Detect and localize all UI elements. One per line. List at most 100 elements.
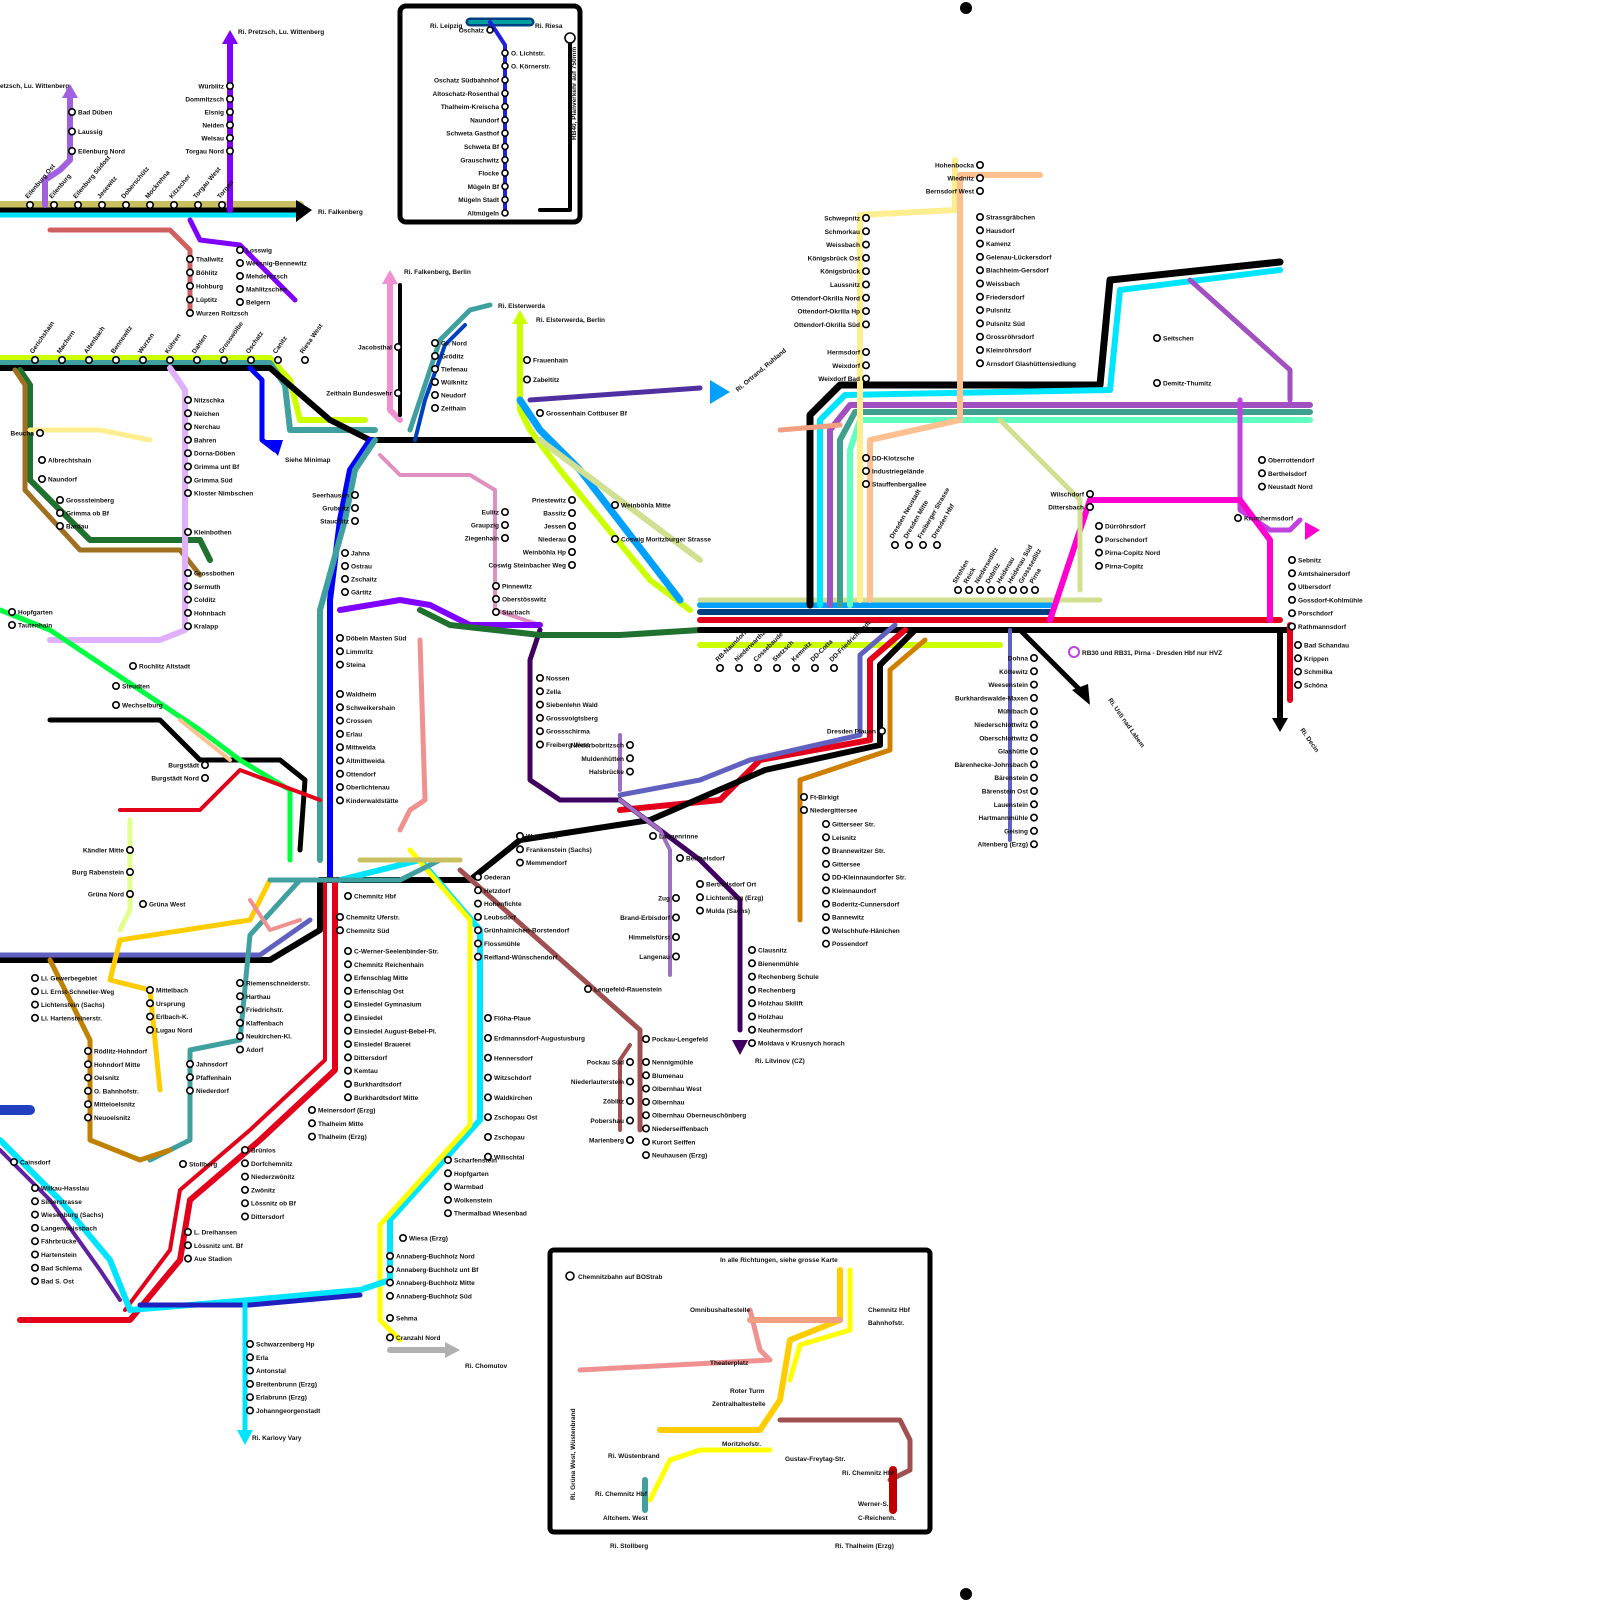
station-strassgrabchen: Strassgräbchen: [977, 214, 1035, 222]
station-marker: [502, 157, 508, 163]
station-label: Wechselburg: [122, 703, 163, 710]
station-marker: [801, 807, 807, 813]
station-groditz: Gröditz: [432, 353, 465, 361]
station-marker: [755, 665, 761, 671]
station-label: Colditz: [194, 597, 216, 604]
station-marker: [1295, 682, 1301, 688]
station-dorfchemnitz: Dorfchemnitz: [242, 1160, 293, 1168]
station-marker: [75, 202, 81, 208]
station-label: Dresden Plauen: [827, 729, 876, 736]
station-label: Grossbothen: [194, 571, 234, 578]
station-label: Zschopau Ost: [494, 1115, 538, 1122]
station-label: Seitschen: [1163, 336, 1194, 343]
station-label: Niederdorf: [196, 1088, 230, 1095]
station-label: Bardau: [66, 524, 88, 531]
station-label: Friedersdorf: [986, 294, 1025, 301]
station-rechenberg: Rechenberg: [749, 987, 796, 995]
station-label: Zella: [546, 689, 561, 696]
station-marker: [387, 1266, 393, 1272]
station-ottendorf-okrilla-sud: Ottendorf-Okrilla Süd: [794, 321, 869, 329]
station-label: Scharfenstein: [454, 1158, 497, 1165]
inset-direction-altchem-west: Altchem. West: [603, 1515, 649, 1522]
station-pulsnitz: Pulsnitz: [977, 307, 1012, 315]
station-label: Kleinröhrsdorf: [986, 348, 1032, 355]
station-label: Harthau: [246, 994, 271, 1001]
station-graupzig: Graupzig: [471, 522, 508, 530]
station-marker: [977, 307, 983, 313]
station-label: Naundorf: [48, 477, 78, 484]
station-marker: [237, 980, 243, 986]
station-label: Neustadt Nord: [1268, 484, 1313, 491]
station-marker: [1295, 668, 1301, 674]
station-chemnitz-reichenhain: Chemnitz Reichenhain: [345, 961, 424, 969]
station-marker: [1295, 655, 1301, 661]
station-porschdorf: Porschdorf: [1289, 610, 1334, 618]
station-marker: [643, 1099, 649, 1105]
station-label: Thalheim Mitte: [318, 1121, 364, 1128]
station-niederseiffenbach: Niederseiffenbach: [643, 1125, 709, 1133]
inset-station-gustav-freytag: Gustav-Freytag-Str.: [785, 1456, 846, 1463]
station-li-ernst-schneller-weg: Li. Ernst-Schneller-Weg: [32, 988, 114, 996]
rb30-marker: [1069, 647, 1079, 657]
station-label: Mügeln Stadt: [458, 197, 500, 204]
station-marker: [569, 536, 575, 542]
station-marker: [432, 353, 438, 359]
station-marker: [517, 859, 523, 865]
station-clausnitz: Clausnitz: [749, 947, 788, 955]
station-reifland-wunschendorf: Reifland-Wünschendorf: [475, 954, 558, 962]
station-marker: [187, 1087, 193, 1093]
station-marker: [977, 188, 983, 194]
station-label: Dorfchemnitz: [251, 1161, 293, 1168]
station-laussig: Laussig: [69, 128, 103, 136]
inset-oschatz-station-altoschatz-rosenthal: Altoschatz-Rosenthal: [433, 90, 508, 98]
station-marker: [793, 665, 799, 671]
terminal-litvinov: Ri. Litvinov (CZ): [755, 1058, 805, 1065]
station-li-gewerbegebiet: Li. Gewerbegebiet: [32, 975, 98, 983]
station-label: Annaberg-Buchholz Mitte: [396, 1280, 475, 1287]
station-label: Lüptitz: [196, 297, 218, 304]
station-seitschen: Seitschen: [1154, 335, 1194, 343]
station-bienenmuhle: Bienenmühle: [749, 960, 799, 968]
station-bad-schlema: Bad Schlema: [32, 1265, 82, 1273]
station-brunlos: Brünlos: [242, 1147, 276, 1155]
station-label: DD-Friedrichstadt: [828, 619, 872, 663]
station-label: Bad Schlema: [41, 1265, 82, 1272]
station-label: Annaberg-Buchholz Nord: [396, 1254, 475, 1261]
station-label: Burkhardtsdorf: [354, 1082, 402, 1089]
station-marker: [337, 661, 343, 667]
station-waldkirchen: Waldkirchen: [485, 1094, 533, 1102]
station-halsbrucke: Halsbrücke: [589, 768, 633, 776]
station-marker: [185, 1242, 191, 1248]
station-marker: [219, 202, 225, 208]
station-marker: [831, 665, 837, 671]
station-marker: [237, 273, 243, 279]
station-label: Witzschdorf: [494, 1075, 532, 1082]
station-label: Weinböhla Mitte: [621, 503, 671, 510]
station-marker: [432, 405, 438, 411]
station-label: Neuoelsnitz: [94, 1115, 131, 1122]
station-marker: [39, 476, 45, 482]
station-label: Jessen: [544, 524, 566, 531]
station-marker: [337, 635, 343, 641]
station-label: Zug: [658, 896, 670, 903]
terminal-karlovy-vary: Ri. Karlovy Vary: [252, 1435, 302, 1442]
station-marker: [247, 1381, 253, 1387]
station-marker: [337, 914, 343, 920]
station-priestewitz: Priestewitz: [532, 497, 575, 505]
station-marker: [345, 974, 351, 980]
station-label: Annaberg-Buchholz unt Bf: [396, 1267, 479, 1274]
station-steudten: Steudten: [113, 683, 150, 691]
station-marker: [337, 927, 343, 933]
station-marker: [85, 1101, 91, 1107]
inset-oschatz-station-flocke: Flocke: [478, 170, 508, 178]
station-marker: [185, 623, 191, 629]
station-label: Schweikershain: [346, 705, 395, 712]
station-marker: [643, 1059, 649, 1065]
station-marker: [237, 299, 243, 305]
station-label: Mühlbach: [998, 709, 1028, 716]
terminal-rb30-note: RB30 und RB31, Pirna - Dresden Hbf nur H…: [1082, 650, 1222, 657]
station-marker: [906, 542, 912, 548]
station-marker: [32, 1278, 38, 1284]
station-marker: [502, 210, 508, 216]
station-marker: [537, 701, 543, 707]
